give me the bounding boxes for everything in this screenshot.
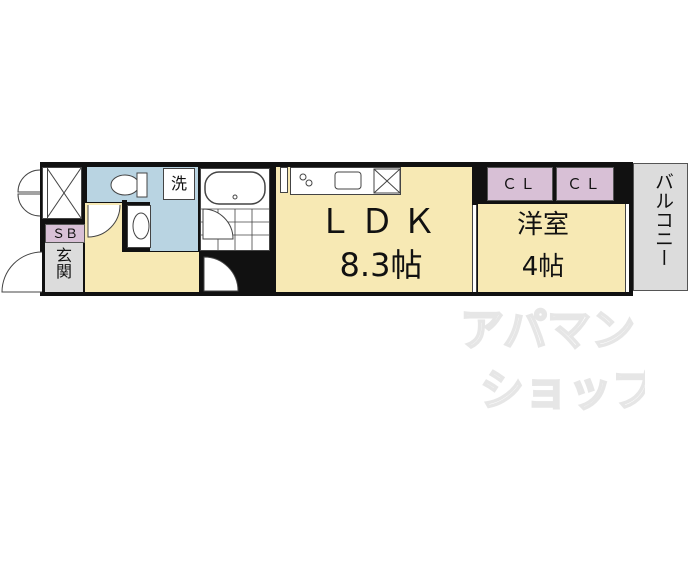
watermark-logo: アパマン ショップ xyxy=(459,304,645,417)
bathroom xyxy=(200,168,270,251)
room-western: 洋室 4帖 xyxy=(478,204,628,292)
shoe-box: ＳＢ xyxy=(45,224,85,243)
balcony-window xyxy=(625,204,629,292)
toilet-icon xyxy=(110,172,148,198)
closet-2: ＣＬ xyxy=(556,167,614,201)
sliding-door xyxy=(472,205,477,292)
sink-icon xyxy=(132,212,150,240)
shoe-closet xyxy=(46,167,82,219)
laundry-space: 洗 xyxy=(163,168,195,200)
toilet-room xyxy=(87,167,151,202)
stove-icon xyxy=(299,168,401,194)
ldk-door xyxy=(203,256,239,292)
toilet-door xyxy=(87,204,121,238)
sink xyxy=(127,205,151,248)
kitchen-counter xyxy=(290,167,401,195)
entrance-door xyxy=(1,251,43,293)
svg-text:ショップ: ショップ xyxy=(480,365,645,416)
closet-doors xyxy=(17,169,41,217)
balcony: バルコニー xyxy=(633,163,688,291)
entrance: 玄関 xyxy=(45,243,83,292)
bathtub-icon xyxy=(201,171,269,250)
closet-1: ＣＬ xyxy=(487,167,553,201)
svg-text:アパマン: アパマン xyxy=(460,305,635,356)
